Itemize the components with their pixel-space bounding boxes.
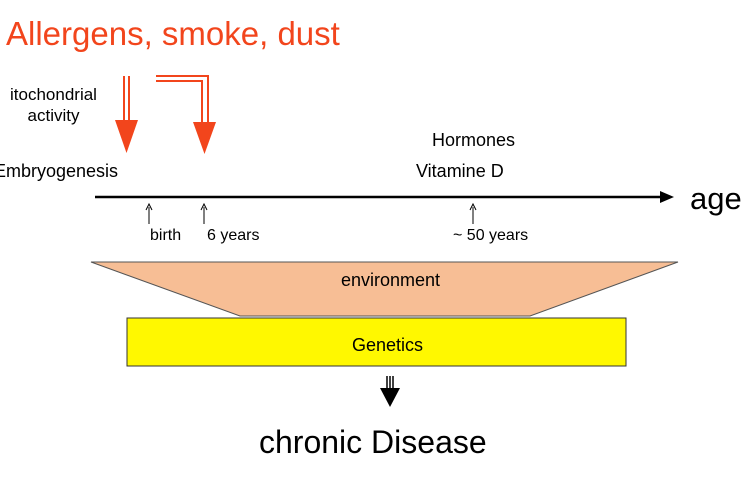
six-years-marker-arrow (200, 202, 208, 224)
fifty-years-label: ~ 50 years (453, 227, 529, 244)
allergen-arrow-2 (156, 75, 216, 154)
birth-label: birth (150, 227, 182, 244)
mito-line-1: itochondrial (10, 85, 97, 104)
outcome-down-arrow (380, 376, 400, 407)
diagram-title: Allergens, smoke, dust (6, 15, 340, 52)
age-label: age (690, 181, 741, 216)
environment-funnel (90, 261, 679, 317)
genetics-label: Genetics (351, 335, 424, 355)
age-axis-arrow (95, 191, 674, 203)
embryogenesis-label: Embryogenesis (0, 161, 119, 181)
hormones-label: Hormones (432, 130, 516, 150)
vitamine-d-label: Vitamine D (416, 161, 504, 181)
genetics-box (126, 317, 627, 367)
mito-line-2: activity (27, 106, 80, 125)
environment-label: environment (340, 270, 441, 290)
birth-marker-arrow (145, 202, 153, 224)
allergen-arrow-1 (115, 76, 138, 153)
six-years-label: 6 years (207, 227, 260, 244)
chronic-disease-label: chronic Disease (259, 424, 487, 460)
mitochondrial-activity-label: itochondrial activity (0, 84, 110, 126)
fifty-years-marker-arrow (469, 202, 477, 224)
